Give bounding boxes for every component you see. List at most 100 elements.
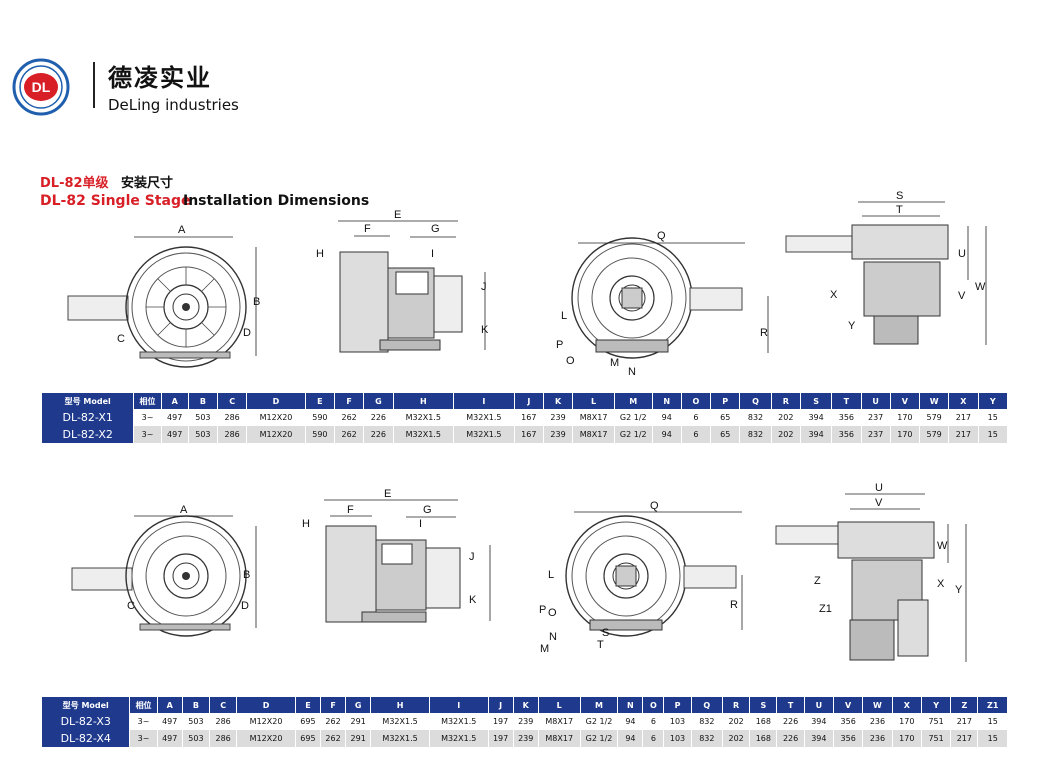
column-header: D (236, 697, 296, 713)
dim-label: H (316, 248, 324, 260)
brand-name-cn: 德凌实业 (108, 64, 212, 92)
column-header: V (833, 697, 864, 713)
table-cell: 226 (776, 730, 805, 747)
table-cell: 103 (663, 730, 692, 747)
column-header: M (614, 393, 653, 409)
dim-label: Z (814, 575, 821, 587)
column-header: T (831, 393, 862, 409)
table-cell: 394 (804, 713, 835, 730)
column-header: U (861, 393, 891, 409)
table-cell: 94 (652, 409, 682, 426)
column-header: H (393, 393, 455, 409)
table-cell: 503 (188, 409, 219, 426)
column-header: I (429, 697, 489, 713)
dim-label: Y (955, 584, 963, 596)
table-cell: 356 (831, 409, 862, 426)
dim-label: O (548, 607, 557, 619)
table-cell: 695 (295, 730, 322, 747)
drawing-top-view-1 (785, 201, 987, 345)
table-cell: 236 (862, 730, 893, 747)
dim-label: D (243, 327, 251, 339)
table-cell: 832 (739, 409, 772, 426)
table-cell: 170 (892, 713, 922, 730)
table-cell: 3~ (133, 409, 162, 426)
table-cell: 579 (919, 426, 950, 443)
table-cell: 394 (804, 730, 835, 747)
table-cell: M12X20 (246, 409, 306, 426)
dim-label: M (540, 643, 549, 655)
table-cell: 197 (488, 713, 514, 730)
dim-label: F (364, 223, 371, 235)
dim-label: B (253, 296, 260, 308)
table-cell: 202 (771, 426, 801, 443)
dim-label: C (117, 333, 125, 345)
table-cell: M8X17 (572, 409, 615, 426)
dim-label: E (394, 209, 401, 221)
table-cell: 291 (345, 730, 372, 747)
column-header: N (617, 697, 644, 713)
model-cell: DL-82-X2 (42, 426, 135, 443)
table-cell: 239 (513, 730, 539, 747)
table-cell: 217 (948, 426, 979, 443)
dim-label: W (937, 540, 948, 552)
table-cell: M32X1.5 (429, 713, 489, 730)
table-cell: 497 (161, 409, 189, 426)
table-cell: 695 (295, 713, 322, 730)
column-header: Q (691, 697, 724, 713)
table-cell: 356 (833, 713, 864, 730)
model-cell: DL-82-X1 (42, 409, 135, 426)
dim-label: X (830, 289, 838, 301)
section-title-cn: 安装尺寸 (121, 176, 174, 191)
table-cell: 832 (691, 713, 724, 730)
column-header: 相位 (133, 393, 162, 409)
table-cell: 94 (617, 713, 644, 730)
column-header: X (948, 393, 979, 409)
brand-separator (93, 62, 95, 108)
dim-label: M (610, 357, 619, 369)
table-cell: M12X20 (236, 713, 296, 730)
dim-label: V (958, 290, 966, 302)
column-header: B (188, 393, 219, 409)
column-header: C (217, 393, 248, 409)
dim-label: R (730, 599, 738, 611)
column-header: G (345, 697, 372, 713)
dim-label: I (419, 518, 422, 530)
dim-label: F (347, 504, 354, 516)
table-cell: 202 (722, 713, 751, 730)
table-cell: 497 (157, 713, 183, 730)
column-header: A (157, 697, 183, 713)
drawing-rear-view-1 (571, 237, 769, 359)
table-cell: 262 (320, 730, 347, 747)
table-cell: M32X1.5 (393, 409, 455, 426)
table-cell: 217 (950, 730, 979, 747)
table-cell: 239 (543, 409, 574, 426)
drawing-front-view-2 (71, 515, 257, 637)
table-cell: 286 (209, 730, 238, 747)
dim-label: K (469, 594, 477, 606)
dim-label: S (896, 190, 903, 202)
table-cell: 286 (217, 426, 248, 443)
table-cell: 168 (749, 730, 778, 747)
dim-label: X (937, 578, 945, 590)
dim-label: D (241, 600, 249, 612)
column-header: R (722, 697, 751, 713)
table-cell: 65 (710, 409, 741, 426)
table-cell: 15 (977, 730, 1008, 747)
drawing-side-view-1 (338, 220, 486, 353)
dim-label: G (423, 504, 432, 516)
table-cell: 503 (182, 713, 211, 730)
dim-label: G (431, 223, 440, 235)
brand-name-en: DeLing industries (108, 96, 239, 114)
column-header: K (513, 697, 539, 713)
table-cell: 394 (800, 426, 833, 443)
table-cell: 286 (217, 409, 248, 426)
table-cell: 94 (617, 730, 644, 747)
column-header: R (771, 393, 801, 409)
dim-label: J (469, 551, 475, 563)
column-header: Z1 (977, 697, 1008, 713)
table-cell: 832 (739, 426, 772, 443)
column-header: S (800, 393, 833, 409)
